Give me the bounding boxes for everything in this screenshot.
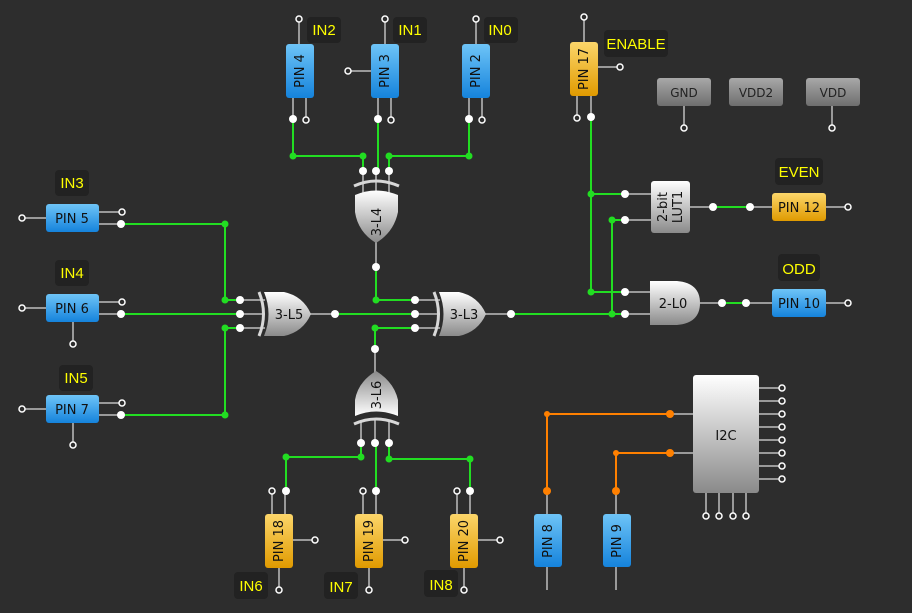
power-gnd[interactable]: GND (657, 78, 711, 106)
gate-3-l6[interactable]: 3-L6 (353, 371, 400, 426)
pin-7[interactable]: PIN 7 (46, 395, 99, 423)
i2c-block[interactable]: I2C (693, 375, 759, 493)
active-junctions (221, 152, 616, 463)
svg-text:PIN 5: PIN 5 (55, 212, 89, 227)
net-label-enable: ENABLE (604, 30, 668, 57)
svg-text:PIN 20: PIN 20 (457, 520, 472, 562)
svg-text:IN5: IN5 (64, 370, 87, 387)
svg-text:PIN 8: PIN 8 (541, 524, 556, 558)
svg-text:2-bit: 2-bit (656, 192, 671, 222)
svg-text:PIN 9: PIN 9 (610, 524, 625, 558)
svg-text:I2C: I2C (715, 429, 736, 444)
gate-3-l5[interactable]: 3-L5 (257, 291, 311, 337)
power-vdd2[interactable]: VDD2 (729, 78, 783, 106)
pin-8[interactable]: PIN 8 (534, 514, 562, 567)
svg-text:PIN 6: PIN 6 (55, 302, 89, 317)
svg-text:PIN 7: PIN 7 (55, 403, 89, 418)
svg-text:PIN 18: PIN 18 (272, 520, 287, 562)
net-labels: IN2 IN1 IN0 ENABLE IN3 IN4 IN5 EVEN ODD … (55, 17, 823, 599)
gate-3-l4[interactable]: 3-L4 (353, 179, 400, 243)
svg-text:2-L0: 2-L0 (659, 297, 687, 312)
pin-10[interactable]: PIN 10 (772, 289, 826, 317)
svg-text:PIN 10: PIN 10 (778, 297, 820, 312)
pin-12[interactable]: PIN 12 (772, 193, 826, 221)
net-label-in4: IN4 (55, 260, 89, 286)
svg-text:IN6: IN6 (239, 578, 262, 595)
net-label-in6: IN6 (234, 572, 268, 599)
pin-2[interactable]: PIN 2 (462, 44, 490, 98)
svg-text:PIN 3: PIN 3 (378, 54, 393, 88)
pin-3[interactable]: PIN 3 (371, 44, 399, 98)
svg-text:IN7: IN7 (329, 579, 352, 596)
net-label-even: EVEN (775, 158, 823, 185)
svg-text:3-L3: 3-L3 (450, 308, 478, 323)
pin-4[interactable]: PIN 4 (286, 44, 314, 98)
pin-17[interactable]: PIN 17 (570, 42, 598, 96)
lut-2bit-lut1[interactable]: 2-bit LUT1 (651, 181, 690, 233)
open-ports[interactable] (18, 13, 852, 594)
svg-text:PIN 17: PIN 17 (577, 48, 592, 90)
net-label-in2: IN2 (307, 17, 341, 43)
svg-text:PIN 19: PIN 19 (362, 520, 377, 562)
svg-text:PIN 2: PIN 2 (469, 54, 484, 88)
svg-text:IN8: IN8 (429, 577, 452, 594)
svg-text:3-L5: 3-L5 (275, 308, 303, 323)
svg-text:3-L4: 3-L4 (370, 208, 385, 236)
pin-5[interactable]: PIN 5 (46, 204, 99, 232)
net-label-in8: IN8 (424, 570, 458, 597)
net-label-in5: IN5 (59, 365, 93, 391)
svg-text:GND: GND (670, 86, 698, 100)
pin-20[interactable]: PIN 20 (450, 514, 478, 568)
svg-text:PIN 12: PIN 12 (778, 201, 820, 216)
svg-text:3-L6: 3-L6 (370, 381, 385, 409)
i2c-junctions (543, 410, 674, 495)
svg-text:VDD2: VDD2 (739, 86, 773, 100)
net-label-in1: IN1 (393, 17, 427, 43)
svg-text:ENABLE: ENABLE (606, 36, 665, 53)
svg-text:IN2: IN2 (312, 22, 335, 39)
gate-2-l0[interactable]: 2-L0 (650, 281, 700, 325)
pin-19[interactable]: PIN 19 (355, 514, 383, 568)
svg-text:PIN 4: PIN 4 (293, 54, 308, 88)
svg-text:VDD: VDD (820, 86, 847, 100)
svg-text:IN0: IN0 (488, 22, 511, 39)
pin-6[interactable]: PIN 6 (46, 294, 99, 322)
i2c-wires (546, 413, 670, 491)
connected-ports[interactable] (117, 113, 754, 495)
svg-text:IN4: IN4 (60, 265, 83, 282)
svg-text:ODD: ODD (782, 261, 816, 278)
pin-9[interactable]: PIN 9 (603, 514, 631, 567)
net-label-in0: IN0 (484, 17, 518, 43)
svg-text:EVEN: EVEN (779, 164, 820, 181)
pin-18[interactable]: PIN 18 (265, 514, 293, 568)
svg-text:IN3: IN3 (60, 175, 83, 192)
svg-text:IN1: IN1 (398, 22, 421, 39)
net-label-in3: IN3 (55, 170, 89, 196)
net-label-in7: IN7 (324, 572, 358, 599)
svg-text:LUT1: LUT1 (671, 191, 686, 223)
power-vdd[interactable]: VDD (806, 78, 860, 106)
net-label-odd: ODD (778, 254, 820, 281)
gate-3-l3[interactable]: 3-L3 (432, 291, 486, 337)
